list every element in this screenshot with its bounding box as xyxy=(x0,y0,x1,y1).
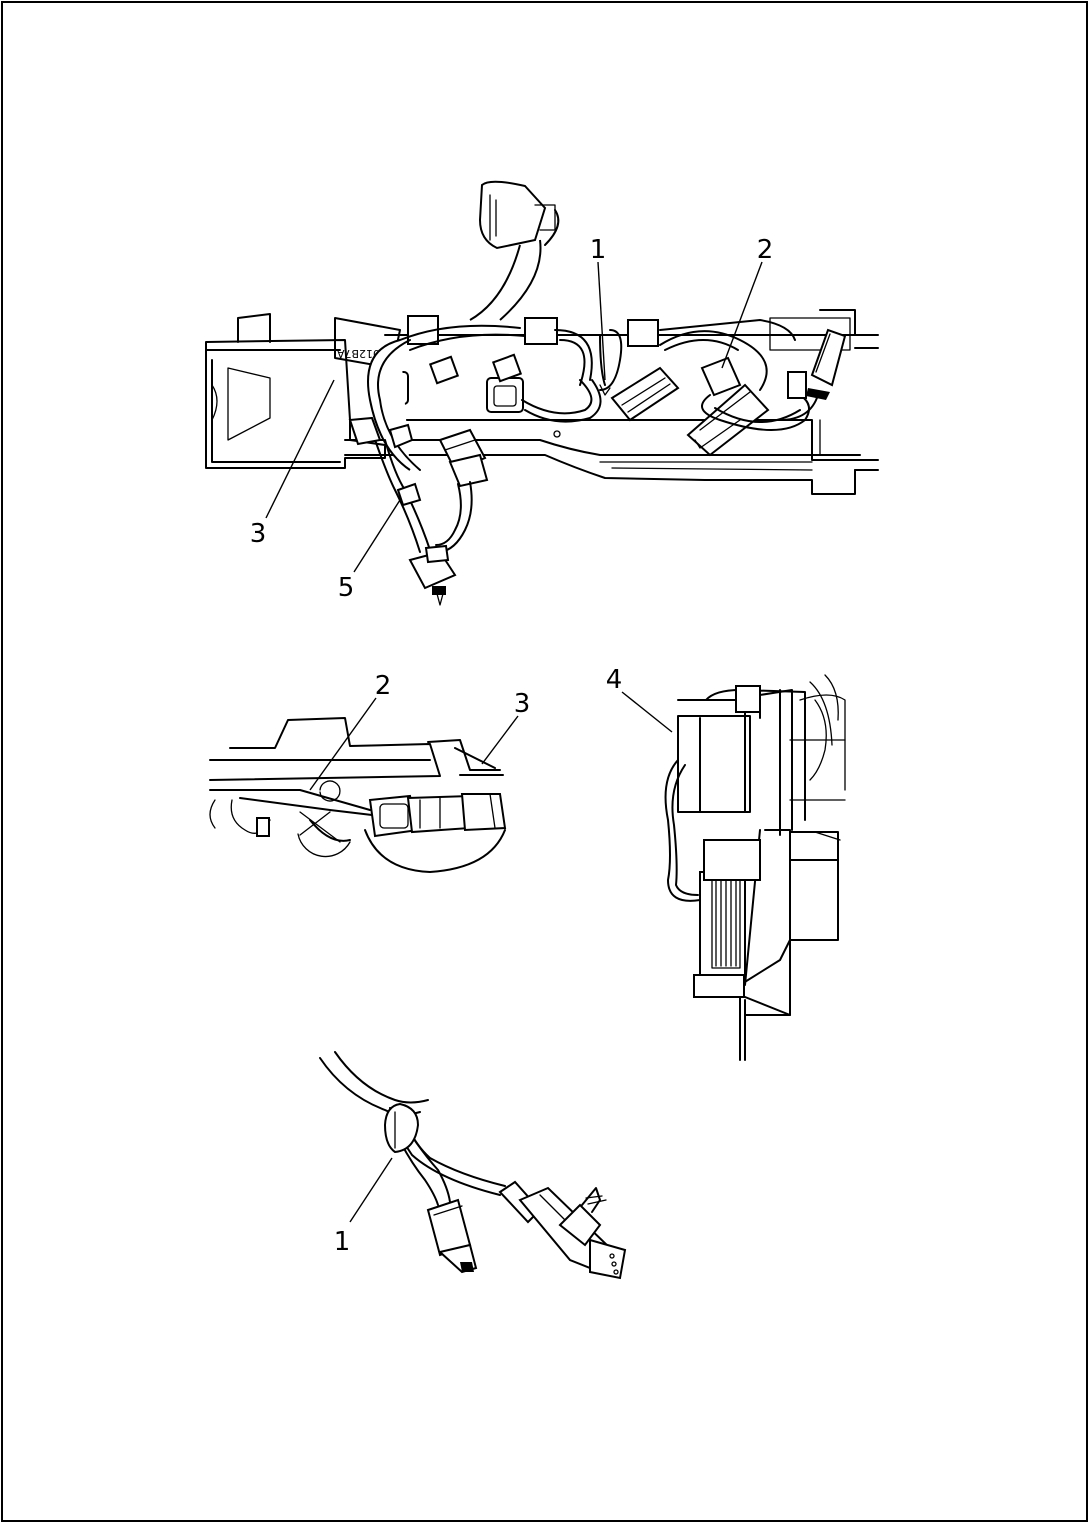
callout-1: 1 xyxy=(590,235,607,265)
callout-2: 2 xyxy=(757,235,774,265)
upper-view: 82012B7A xyxy=(205,180,879,606)
bottom-view: 1 xyxy=(319,1051,627,1280)
callout-2-middle: 2 xyxy=(375,671,392,701)
middle-left-view: 2 3 xyxy=(209,671,531,873)
callout-3-middle: 3 xyxy=(514,689,531,719)
middle-right-view: 4 xyxy=(606,665,846,1061)
callout-3: 3 xyxy=(250,519,267,549)
callout-5: 5 xyxy=(338,573,355,603)
callout-4: 4 xyxy=(606,665,623,695)
callout-1-bottom: 1 xyxy=(334,1227,351,1257)
